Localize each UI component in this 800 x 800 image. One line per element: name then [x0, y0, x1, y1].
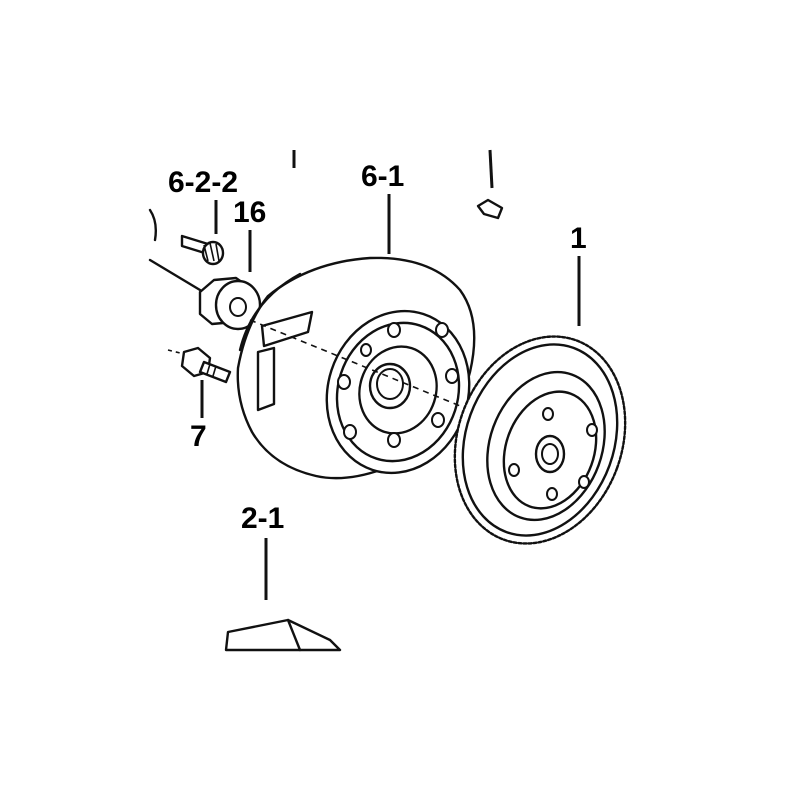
label-16: 16	[233, 196, 266, 229]
label-2-1: 2-1	[241, 502, 284, 535]
cropped-edge-artifact	[148, 208, 202, 292]
part-7-bolt	[167, 346, 232, 384]
key-part	[476, 198, 504, 220]
part-1-starter-gear	[453, 335, 627, 545]
part-6-2-2-bolt	[180, 234, 225, 266]
part-2-1-partial	[224, 618, 342, 652]
label-6-1: 6-1	[361, 160, 404, 193]
part-6-1-flywheel	[236, 256, 476, 480]
label-6-2-2: 6-2-2	[168, 166, 238, 199]
top-edge-mark-right	[488, 149, 494, 189]
label-7: 7	[190, 420, 207, 453]
part-16-washer-nut	[198, 276, 262, 331]
label-1: 1	[570, 222, 587, 255]
